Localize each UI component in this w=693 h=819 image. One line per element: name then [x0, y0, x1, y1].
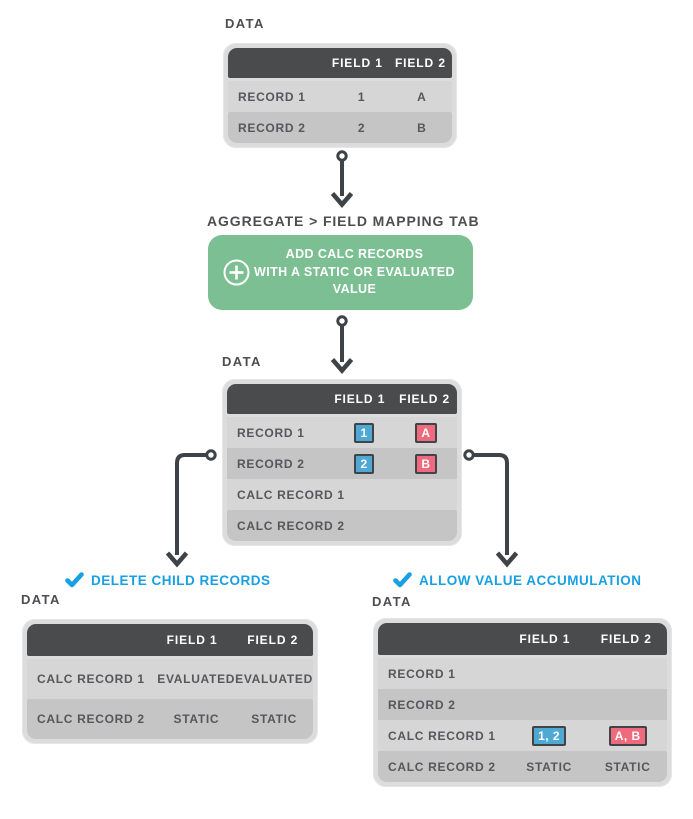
accumulation-branch-table: FIELD 1 FIELD 2 RECORD 1 RECORD 2 CALC R… — [373, 618, 672, 787]
option-delete-child-records: DELETE CHILD RECORDS — [65, 572, 271, 588]
plus-circle-icon — [223, 259, 250, 286]
cell-field2: A — [395, 422, 457, 443]
value-badge-blue: 2 — [354, 453, 374, 474]
table-header-row: FIELD 1 FIELD 2 — [227, 384, 457, 414]
add-calc-records-button: ADD CALC RECORDS WITH A STATIC OR EVALUA… — [208, 235, 473, 310]
table-row: RECORD 1 — [378, 658, 667, 689]
value-badge-red: A — [415, 422, 437, 443]
row-label: CALC RECORD 2 — [237, 518, 345, 533]
value-badge-blue: 1, 2 — [532, 725, 567, 746]
result-data-table: FIELD 1 FIELD 2 RECORD 1 1 A RECORD 2 2 … — [222, 379, 462, 546]
table-header-row: FIELD 1 FIELD 2 — [228, 48, 452, 78]
table-header-row: FIELD 1 FIELD 2 — [378, 623, 667, 655]
table-row: CALC RECORD 2 STATIC STATIC — [378, 751, 667, 782]
source-data-table: FIELD 1 FIELD 2 RECORD 1 1 A RECORD 2 2 … — [223, 43, 457, 148]
cell-field1: 1, 2 — [510, 725, 589, 746]
cell-field2: B — [395, 453, 457, 474]
cell-field2: STATIC — [251, 712, 297, 726]
table-header-row: FIELD 1 FIELD 2 — [27, 624, 313, 656]
cell-field2: A — [417, 89, 427, 104]
column-header-field1: FIELD 1 — [331, 56, 383, 70]
column-header-field2: FIELD 2 — [247, 633, 299, 647]
row-label: CALC RECORD 1 — [237, 487, 345, 502]
table-row: RECORD 1 1 A — [227, 417, 457, 448]
check-icon — [65, 572, 84, 588]
branch-connector-left-icon — [165, 449, 217, 568]
cell-field1: 1 — [357, 89, 366, 104]
action-line-2: WITH A STATIC OR EVALUATED — [254, 264, 455, 279]
option-label: ALLOW VALUE ACCUMULATION — [419, 572, 642, 588]
row-label: CALC RECORD 2 — [388, 759, 496, 774]
row-label: RECORD 2 — [238, 120, 306, 135]
cell-field2: EVALUATED — [235, 672, 313, 686]
row-label: CALC RECORD 2 — [37, 712, 145, 726]
cell-field1: 1 — [333, 422, 395, 443]
column-header-field2: FIELD 2 — [600, 632, 652, 646]
option-allow-value-accumulation: ALLOW VALUE ACCUMULATION — [393, 572, 641, 588]
row-label: CALC RECORD 1 — [388, 728, 496, 743]
column-header-field1: FIELD 1 — [166, 633, 218, 647]
step-label: AGGREGATE > FIELD MAPPING TAB — [207, 213, 480, 229]
option-label: DELETE CHILD RECORDS — [91, 572, 271, 588]
table-row: RECORD 2 2 B — [228, 112, 452, 143]
table-row: RECORD 2 2 B — [227, 448, 457, 479]
value-badge-red: A, B — [608, 725, 647, 746]
value-badge-blue: 1 — [354, 422, 374, 443]
cell-field1: STATIC — [526, 759, 572, 774]
cell-field1: 2 — [357, 120, 366, 135]
table-row: CALC RECORD 1 1, 2 A, B — [378, 720, 667, 751]
check-icon — [393, 572, 412, 588]
row-label: RECORD 1 — [388, 666, 456, 681]
column-header-field1: FIELD 1 — [334, 392, 386, 406]
cell-field1: EVALUATED — [157, 672, 236, 686]
cell-field1: 2 — [333, 453, 395, 474]
cell-field2: STATIC — [604, 759, 651, 774]
branch-connector-right-icon — [463, 449, 519, 568]
flow-arrow-down-icon — [330, 150, 354, 208]
left-table-title: DATA — [21, 592, 61, 607]
action-line-3: VALUE — [332, 282, 377, 297]
row-label: RECORD 1 — [238, 89, 306, 104]
right-table-title: DATA — [372, 594, 412, 609]
column-header-field2: FIELD 2 — [394, 56, 446, 70]
column-header-field2: FIELD 2 — [399, 392, 451, 406]
action-line-1: ADD CALC RECORDS — [285, 246, 424, 261]
row-label: RECORD 1 — [237, 425, 305, 440]
row-label: RECORD 2 — [388, 697, 456, 712]
table-row: RECORD 1 1 A — [228, 81, 452, 112]
value-badge-red: B — [415, 453, 437, 474]
flow-arrow-down-icon — [330, 315, 354, 374]
action-button-label: ADD CALC RECORDS WITH A STATIC OR EVALUA… — [250, 246, 473, 299]
table-row: CALC RECORD 2 — [227, 510, 457, 541]
row-label: RECORD 2 — [237, 456, 305, 471]
column-header-field1: FIELD 1 — [519, 632, 571, 646]
cell-field1: STATIC — [173, 712, 220, 726]
delete-branch-table: FIELD 1 FIELD 2 CALC RECORD 1 EVALUATED … — [22, 619, 318, 744]
row-label: CALC RECORD 1 — [37, 672, 145, 686]
table-row: RECORD 2 — [378, 689, 667, 720]
source-table-title: DATA — [225, 16, 265, 31]
table-row: CALC RECORD 2 STATIC STATIC — [27, 699, 313, 739]
cell-field2: B — [417, 120, 427, 135]
cell-field2: A, B — [588, 725, 667, 746]
table-row: CALC RECORD 1 — [227, 479, 457, 510]
result-table-title: DATA — [222, 354, 262, 369]
table-row: CALC RECORD 1 EVALUATED EVALUATED — [27, 659, 313, 699]
